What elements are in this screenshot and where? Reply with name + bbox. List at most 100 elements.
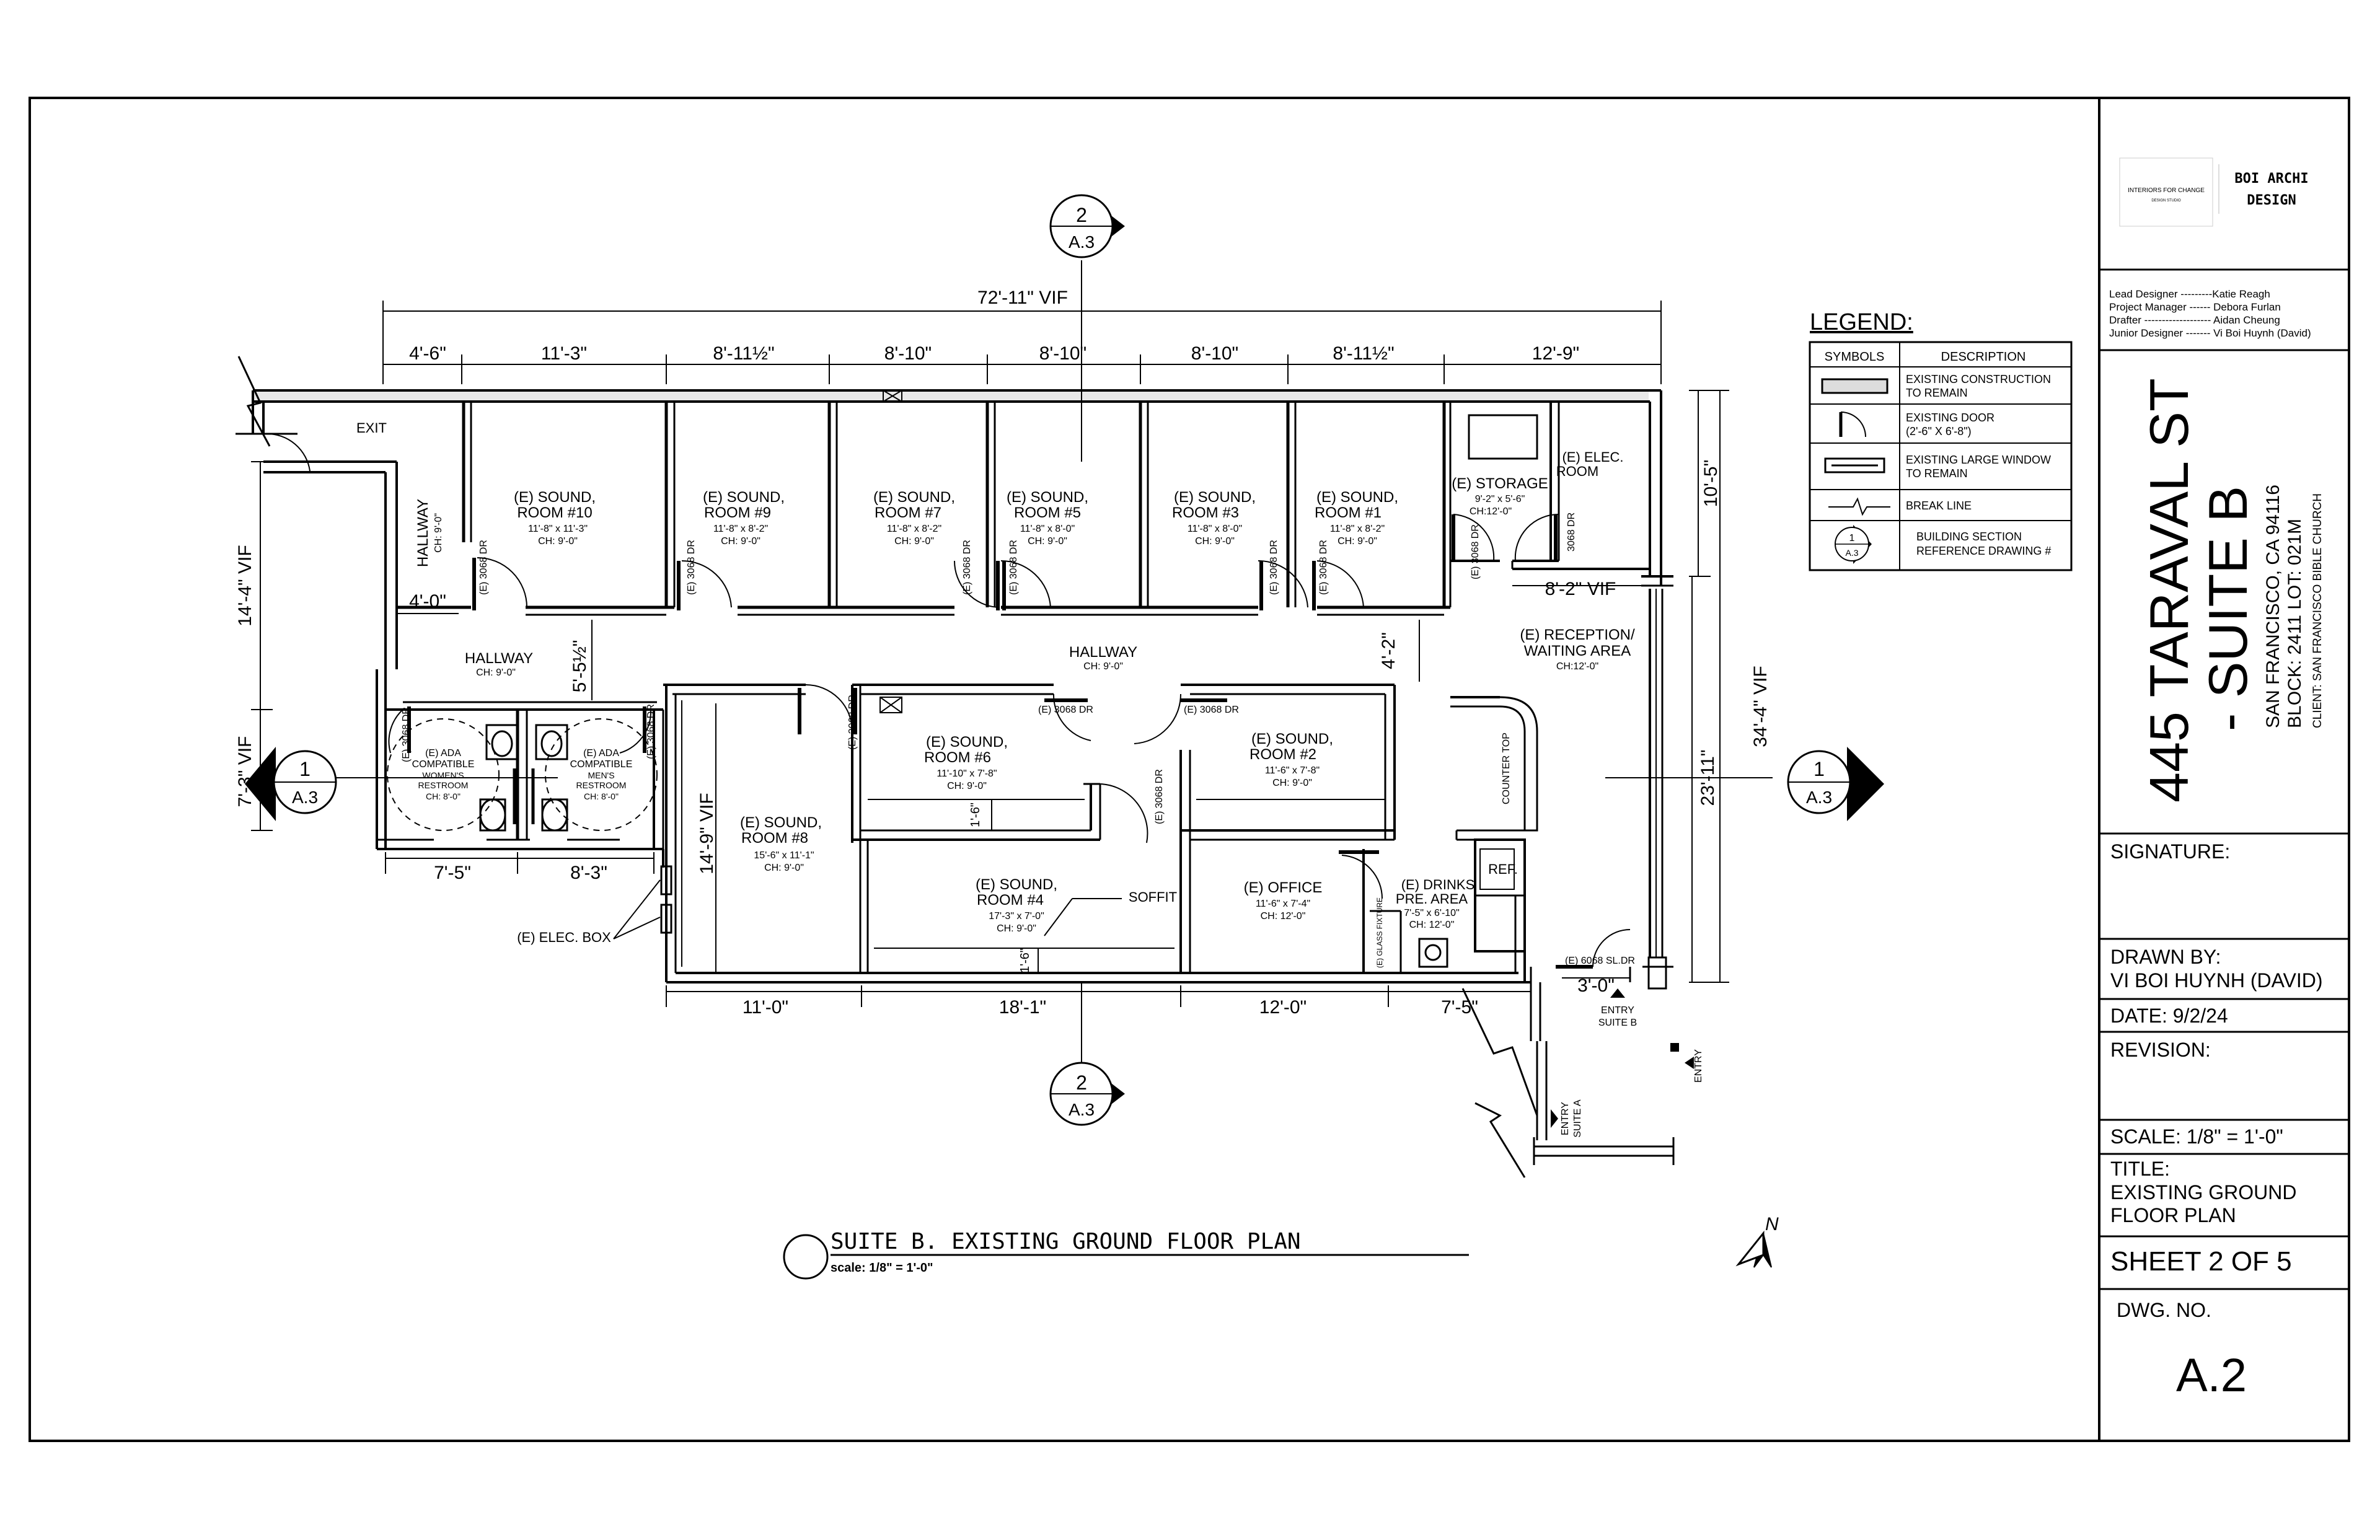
svg-text:(E) SOUND,: (E) SOUND, bbox=[1174, 489, 1256, 506]
bottom-dim-2: 18'-1" bbox=[999, 997, 1046, 1018]
svg-text:(E) SOUND,: (E) SOUND, bbox=[1007, 489, 1088, 506]
firm-name-2: DESIGN bbox=[2247, 193, 2296, 208]
entry-b-label-2: SUITE B bbox=[1598, 1018, 1637, 1028]
room-10-label: (E) SOUND, ROOM #10 11'-8" x 11'-3" CH: … bbox=[514, 489, 596, 547]
section-left-num: 1 bbox=[299, 758, 311, 780]
reception-label: (E) RECEPTION/ WAITING AREA CH:12'-0" bbox=[1520, 627, 1635, 672]
room-3-label: (E) SOUND, ROOM #3 11'-8" x 8'-0" CH: 9'… bbox=[1172, 489, 1256, 547]
svg-text:(E) OFFICE: (E) OFFICE bbox=[1244, 879, 1323, 896]
logo-text: INTERIORS FOR CHANGE bbox=[2128, 187, 2205, 194]
entry-a-label-2: SUITE A bbox=[1572, 1099, 1583, 1138]
dimension-lines bbox=[251, 301, 1729, 1007]
svg-text:CH:12'-0": CH:12'-0" bbox=[1556, 661, 1598, 672]
svg-text:A.3: A.3 bbox=[1845, 548, 1858, 558]
door-swings bbox=[266, 433, 1631, 967]
svg-text:ROOM #9: ROOM #9 bbox=[704, 504, 771, 521]
walls bbox=[252, 389, 1675, 1165]
svg-text:11'-8" x 8'-0": 11'-8" x 8'-0" bbox=[1020, 524, 1075, 534]
svg-text:15'-6" x 11'-1": 15'-6" x 11'-1" bbox=[754, 850, 814, 861]
legend-row-3: EXISTING LARGE WINDOW bbox=[1906, 454, 2051, 466]
door-tag: (E) 3068 DR bbox=[1269, 540, 1279, 595]
plan-title: SUITE B. EXISTING GROUND FLOOR PLAN scal… bbox=[783, 1229, 1469, 1280]
room-1-label: (E) SOUND, ROOM #1 11'-8" x 8'-2" CH: 9'… bbox=[1315, 489, 1398, 547]
svg-text:CH: 9'-0": CH: 9'-0" bbox=[476, 667, 516, 678]
title-label: TITLE: bbox=[2110, 1158, 2170, 1180]
room-5-label: (E) SOUND, ROOM #5 11'-8" x 8'-0" CH: 9'… bbox=[1007, 489, 1088, 547]
svg-text:11'-6" x 7'-8": 11'-6" x 7'-8" bbox=[1265, 765, 1320, 776]
legend-col-symbols: SYMBOLS bbox=[1825, 350, 1885, 364]
storage-label: (E) STORAGE 9'-2" x 5'-6" CH:12'-0" bbox=[1452, 475, 1548, 517]
room-4-label: (E) SOUND, ROOM #4 17'-3" x 7'-0" CH: 9'… bbox=[976, 876, 1057, 934]
top-dim-4: 8'-10" bbox=[884, 343, 932, 364]
svg-text:(E) STORAGE: (E) STORAGE bbox=[1452, 475, 1548, 492]
counter-top-label: COUNTER TOP bbox=[1501, 733, 1512, 804]
svg-text:(E) SOUND,: (E) SOUND, bbox=[703, 489, 785, 506]
entry-a-arrow-icon bbox=[1551, 1109, 1558, 1128]
title-line-2: FLOOR PLAN bbox=[2110, 1204, 2236, 1226]
drawn-by-label: DRAWN BY: bbox=[2110, 946, 2221, 968]
entry-label: ENTRY bbox=[1693, 1049, 1704, 1083]
room-labels: (E) SOUND, ROOM #10 11'-8" x 11'-3" CH: … bbox=[412, 449, 1635, 934]
project-client: CLIENT: SAN FRANCISCO BIBLE CHURCH bbox=[2311, 493, 2324, 728]
svg-text:CH: 12'-0": CH: 12'-0" bbox=[1261, 911, 1306, 922]
project-suite: - SUITE B bbox=[2197, 486, 2259, 731]
elec-box-label: (E) ELEC. BOX bbox=[517, 930, 611, 945]
bottom-dim-4: 7'-5" bbox=[1441, 997, 1478, 1018]
plan-scale-text: scale: 1/8" = 1'-0" bbox=[831, 1261, 933, 1275]
top-dim-7: 8'-11½" bbox=[1333, 343, 1394, 364]
soffit-dim-a: 1'-6" bbox=[969, 803, 982, 827]
top-dim-1: 4'-6" bbox=[409, 343, 446, 364]
svg-text:ROOM #8: ROOM #8 bbox=[741, 830, 808, 847]
team-junior-designer: Junior Designer ------- Vi Boi Huynh (Da… bbox=[2109, 327, 2311, 339]
svg-text:HALLWAY: HALLWAY bbox=[465, 650, 533, 667]
section-mark-bottom: 2 A.3 bbox=[1049, 1062, 1125, 1126]
mens-restroom-label: (E) ADA COMPATIBLE MEN'S RESTROOM CH: 8'… bbox=[570, 748, 633, 801]
soffit-leader bbox=[1044, 898, 1073, 936]
team-lead-designer: Lead Designer ---------Katie Reagh bbox=[2109, 288, 2270, 300]
svg-text:ROOM #3: ROOM #3 bbox=[1172, 504, 1239, 521]
break-line-symbol bbox=[1828, 497, 1890, 516]
vent-icon bbox=[879, 390, 902, 713]
svg-text:CH: 8'-0": CH: 8'-0" bbox=[426, 791, 461, 801]
svg-text:PRE. AREA: PRE. AREA bbox=[1396, 891, 1468, 907]
svg-text:ROOM #5: ROOM #5 bbox=[1014, 504, 1081, 521]
door-tag: (E) 3068 DR bbox=[686, 540, 697, 595]
entry-a-label: ENTRY bbox=[1560, 1102, 1571, 1135]
bottom-dim-1: 11'-0" bbox=[743, 997, 788, 1018]
room8-depth-dim: 14'-9" VIF bbox=[697, 793, 717, 874]
door-tag: (E) 3068 DR bbox=[1008, 540, 1019, 595]
dimension-texts: 72'-11" VIF 4'-6" 11'-3" 8'-11½" 8'-10" … bbox=[235, 288, 1771, 1018]
svg-text:(E) SOUND,: (E) SOUND, bbox=[514, 489, 596, 506]
restroom-dim-2: 8'-3" bbox=[570, 863, 607, 883]
door-tag: (E) 3068 DR bbox=[1038, 705, 1093, 715]
legend-row-1: EXISTING CONSTRUCTION bbox=[1906, 373, 2051, 385]
room-8-label: (E) SOUND, ROOM #8 15'-6" x 11'-1" CH: 9… bbox=[740, 814, 822, 873]
drinks-area-label: (E) DRINKS PRE. AREA 7'-5" x 6'-10" CH: … bbox=[1396, 877, 1474, 930]
svg-text:CH: 9'-0": CH: 9'-0" bbox=[721, 536, 760, 547]
svg-text:ROOM #4: ROOM #4 bbox=[977, 892, 1044, 909]
bottom-dim-3: 12'-0" bbox=[1259, 997, 1307, 1018]
slider-tag: (E) 6068 SL.DR bbox=[1565, 956, 1635, 966]
project-city: SAN FRANCISCO, CA 94116 bbox=[2263, 485, 2283, 728]
door-tags: (E) 3068 DR (E) 3068 DR (E) 3068 DR (E) … bbox=[401, 513, 1635, 966]
recep-gap-dim: 4'-2" bbox=[1378, 632, 1399, 669]
door-tag: (E) 3068 DR bbox=[401, 707, 412, 762]
title-block: INTERIORS FOR CHANGE DESIGN STUDIO BOI A… bbox=[2099, 157, 2349, 1402]
svg-text:11'-8" x 8'-2": 11'-8" x 8'-2" bbox=[887, 524, 941, 534]
svg-text:ROOM #6: ROOM #6 bbox=[924, 749, 991, 766]
svg-text:MEN'S: MEN'S bbox=[588, 770, 614, 780]
svg-text:9'-2" x 5'-6": 9'-2" x 5'-6" bbox=[1475, 494, 1525, 504]
svg-text:(E) SOUND,: (E) SOUND, bbox=[976, 876, 1057, 893]
section-mark-left: 1 A.3 bbox=[245, 747, 337, 821]
svg-text:17'-3" x 7'-0": 17'-3" x 7'-0" bbox=[989, 911, 1044, 922]
svg-text:CH: 9'-0": CH: 9'-0" bbox=[433, 513, 444, 553]
restroom-dim-1: 7'-5" bbox=[434, 863, 471, 883]
svg-text:RESTROOM: RESTROOM bbox=[576, 780, 627, 790]
sheet-border bbox=[29, 97, 2350, 1442]
door-tag: (E) 3068 DR bbox=[847, 695, 858, 750]
svg-text:(E) SOUND,: (E) SOUND, bbox=[926, 734, 1008, 750]
door-tag: (E) 3068 DR bbox=[478, 540, 489, 595]
svg-text:N: N bbox=[1765, 1214, 1779, 1234]
entry-b-arrow-icon bbox=[1610, 988, 1625, 998]
legend-row-1-sub: TO REMAIN bbox=[1906, 387, 1968, 399]
